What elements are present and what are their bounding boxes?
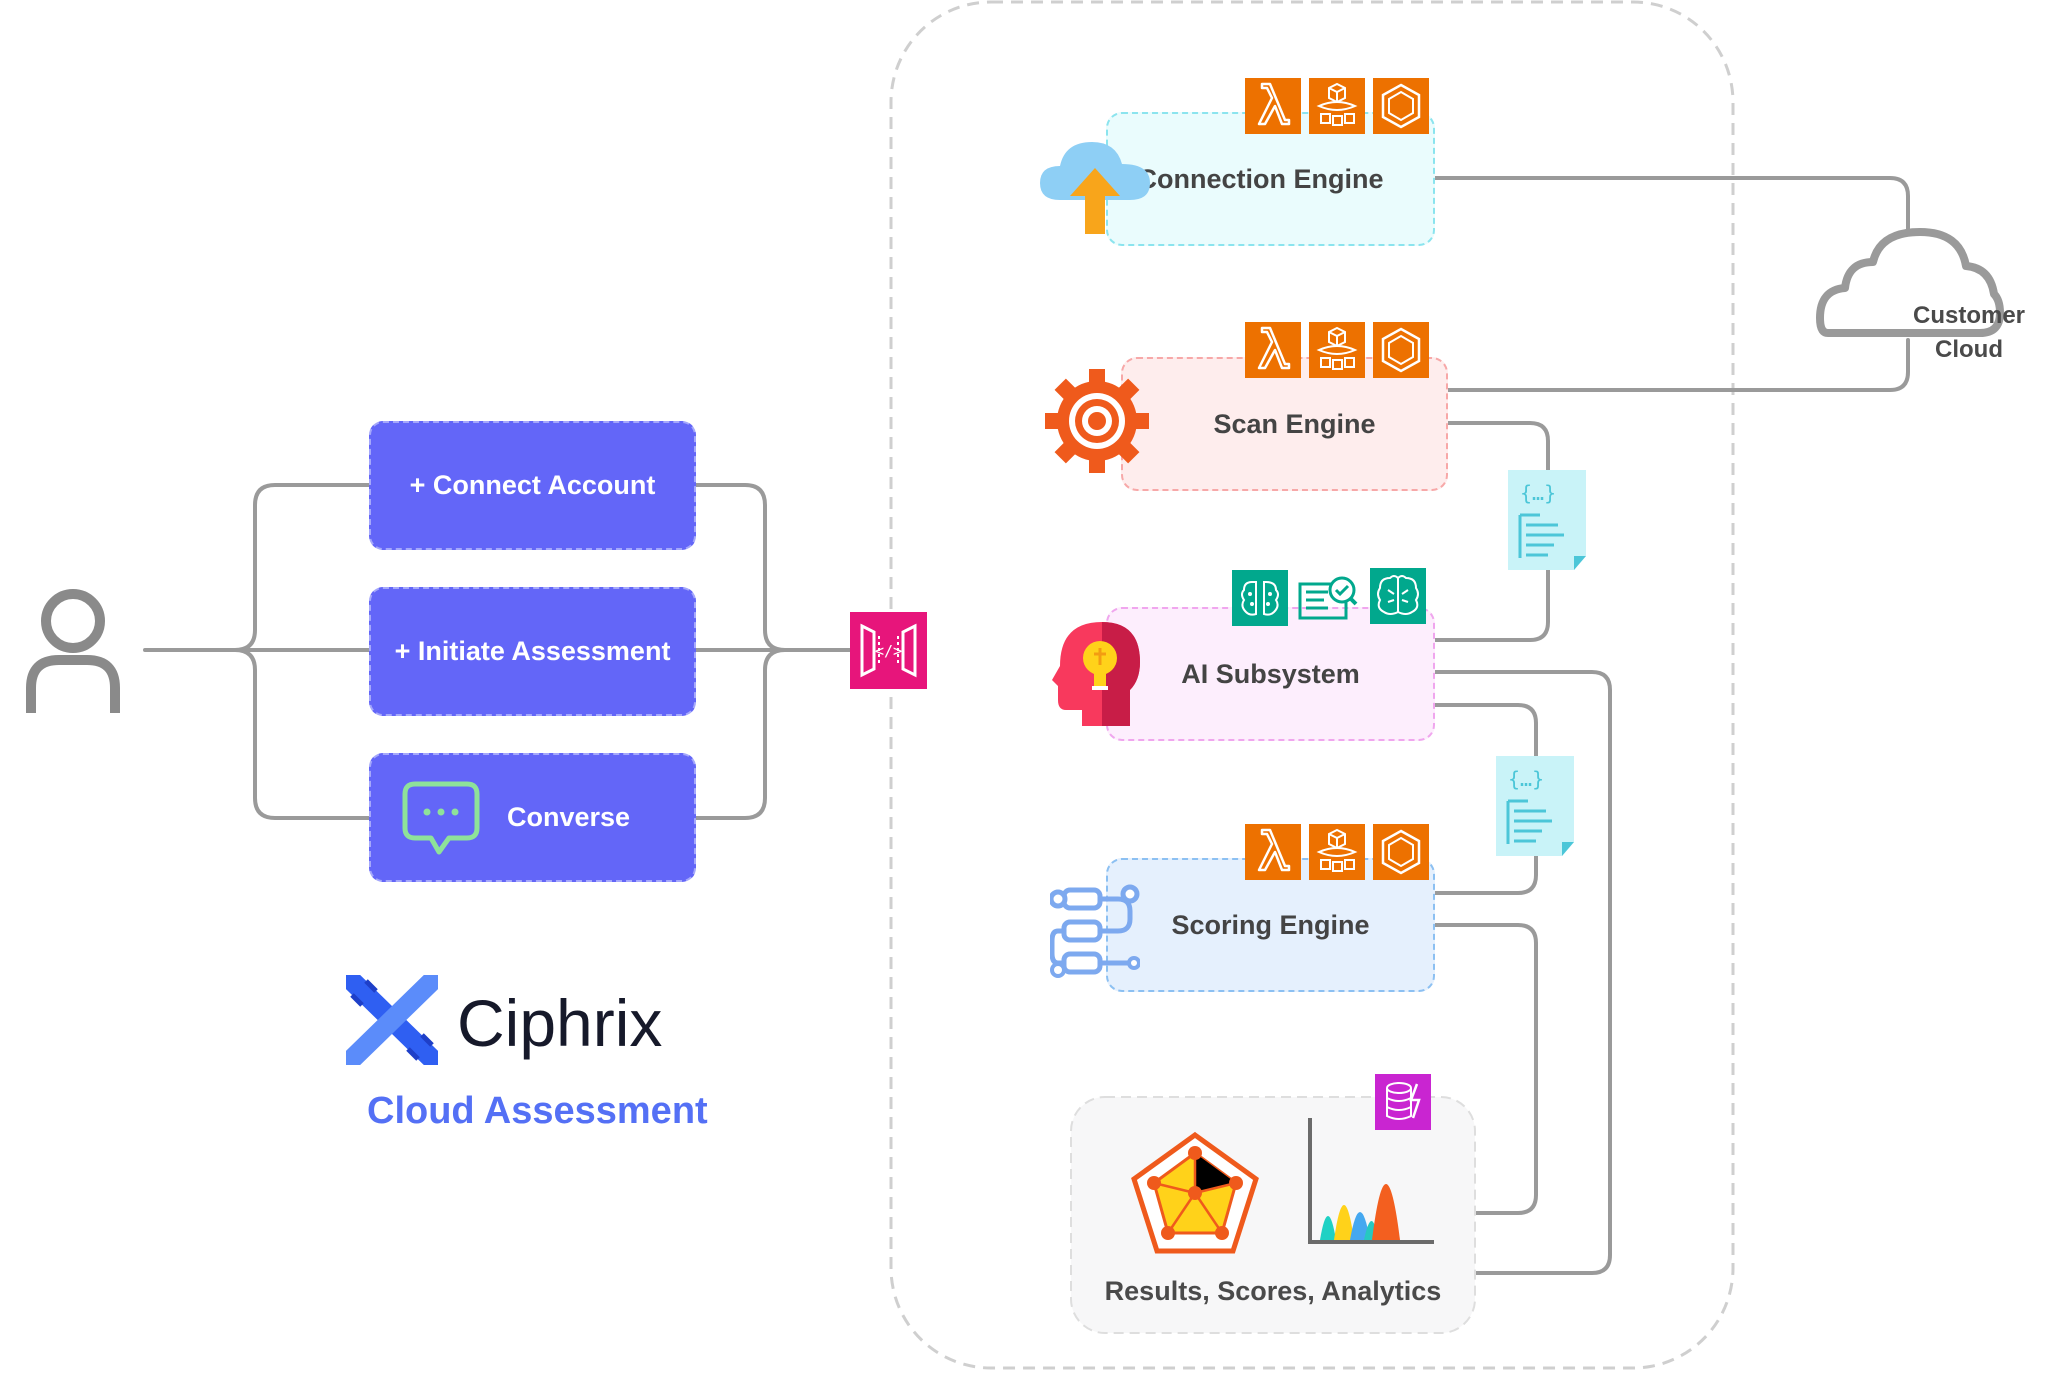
svg-text:{…}: {…} — [1520, 481, 1556, 505]
chat-bubble-icon — [402, 781, 480, 854]
bar-chart-icon — [1308, 1118, 1434, 1244]
lambda-icon — [1243, 76, 1303, 136]
ai-subsystem-label: AI Subsystem — [1181, 658, 1360, 689]
ecs-icon — [1371, 76, 1431, 136]
scoring-to-results — [1433, 923, 1538, 1215]
ecs-icon — [1371, 822, 1431, 882]
target-gear-icon — [1045, 369, 1149, 473]
ai-subsystem-box: AI Subsystem — [1106, 607, 1435, 741]
svg-text:</>: </> — [875, 642, 902, 660]
doc-to-ai — [1433, 568, 1550, 642]
branch-connect — [233, 483, 371, 652]
connection-engine-services — [1243, 76, 1431, 136]
scan-engine-box: Scan Engine — [1121, 357, 1448, 491]
converse-button[interactable]: Converse — [369, 753, 696, 882]
workflow-icon — [1050, 884, 1140, 978]
document-json-icon: {…} — [1508, 470, 1586, 570]
ciphrix-logo-icon — [346, 975, 438, 1065]
ai-services — [1232, 568, 1426, 626]
cloud-icon — [1816, 228, 2004, 337]
comprehend-icon — [1232, 570, 1288, 626]
connection-engine-label: Connection Engine — [1137, 163, 1384, 194]
api-gateway-icon: </> — [850, 612, 927, 689]
radar-chart-icon — [1131, 1131, 1259, 1254]
brand-subtitle: Cloud Assessment — [367, 1090, 708, 1132]
connect-account-label: + Connect Account — [409, 470, 656, 500]
scan-to-doc — [1446, 421, 1550, 472]
brand-name: Ciphrix — [457, 986, 663, 1060]
fargate-icon — [1308, 77, 1366, 135]
svg-text:{…}: {…} — [1508, 767, 1544, 791]
connection-engine-box: Connection Engine — [1106, 112, 1435, 246]
ecs-icon — [1371, 320, 1431, 380]
scoring-engine-label: Scoring Engine — [1171, 909, 1370, 940]
lambda-icon — [1243, 320, 1303, 380]
cloud-upload-icon — [1040, 142, 1150, 234]
scan-engine-services — [1243, 320, 1431, 380]
ai-to-doc — [1433, 703, 1538, 762]
ai-head-icon — [1052, 622, 1140, 726]
ai-to-results — [1433, 670, 1612, 1275]
dynamodb-icon — [1375, 1074, 1431, 1130]
connect-account-button[interactable]: + Connect Account — [369, 421, 696, 550]
scan-to-cloud — [1446, 338, 1910, 392]
user-icon — [26, 589, 120, 713]
lambda-icon — [1243, 822, 1303, 882]
doc-to-scoring — [1433, 853, 1538, 895]
customer-cloud-label: Customer Cloud — [1910, 299, 2028, 367]
customer-cloud-line2: Cloud — [1935, 336, 2003, 363]
converse-label: Converse — [507, 802, 631, 832]
scoring-engine-services — [1243, 822, 1431, 882]
comprehend-medical-icon — [1370, 568, 1426, 624]
connection-to-cloud — [1433, 176, 1910, 232]
scan-engine-label: Scan Engine — [1213, 408, 1376, 439]
customer-cloud-line1: Customer — [1912, 302, 2026, 329]
document-json-icon: {…} — [1496, 756, 1574, 856]
fargate-icon — [1308, 321, 1366, 379]
initiate-assessment-label: + Initiate Assessment — [394, 636, 671, 666]
fargate-icon — [1308, 823, 1366, 881]
textract-icon — [1298, 576, 1358, 620]
branch-converse — [233, 648, 371, 820]
results-label: Results, Scores, Analytics — [1104, 1276, 1442, 1306]
converse-to-gateway — [694, 648, 787, 820]
initiate-assessment-button[interactable]: + Initiate Assessment — [369, 587, 696, 716]
